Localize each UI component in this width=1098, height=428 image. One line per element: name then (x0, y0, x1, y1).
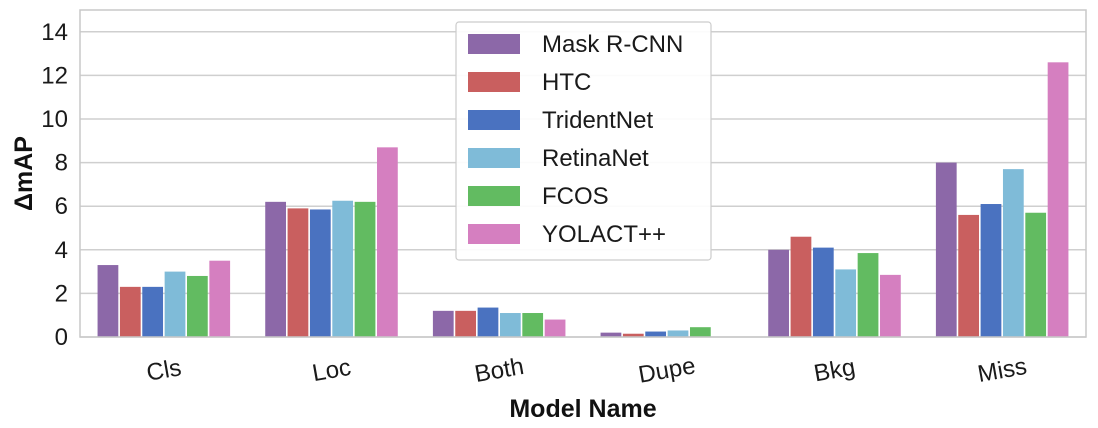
bar-htc-miss (958, 214, 980, 337)
bar-mask-r-cnn-both (432, 310, 454, 337)
bar-mask-r-cnn-loc (265, 201, 286, 337)
x-tick-label: Bkg (812, 354, 857, 388)
bar-retinanet-bkg (835, 269, 857, 337)
plot-frame (79, 9, 1087, 338)
bar-mask-r-cnn-miss (935, 162, 957, 337)
x-tick-label: Loc (310, 354, 353, 387)
bar-tridentnet-miss (980, 204, 1002, 337)
legend-label: TridentNet (542, 107, 653, 134)
bar-yolact--cls (209, 260, 231, 337)
x-tick-label: Both (473, 353, 526, 388)
legend-item: RetinaNet (468, 145, 649, 172)
legend-swatch (468, 72, 520, 92)
legend-label: Mask R-CNN (542, 31, 683, 58)
legend-swatch (468, 110, 520, 130)
bar-yolact--miss (1047, 62, 1069, 337)
bar-mask-r-cnn-bkg (768, 249, 789, 337)
y-tick-label: 12 (41, 62, 68, 89)
legend-item: FCOS (468, 183, 609, 210)
bar-tridentnet-dupe (645, 331, 667, 337)
legend-item: TridentNet (468, 107, 653, 134)
y-tick-labels: 0 2 4 6 8 10 12 14 (41, 19, 68, 351)
bar-fcos-both (522, 313, 544, 337)
y-axis-title: ΔmAP (10, 136, 38, 211)
bar-retinanet-loc (332, 200, 354, 337)
bar-fcos-loc (354, 201, 376, 337)
legend-item: HTC (468, 69, 591, 96)
legend-label: YOLACT++ (542, 221, 666, 248)
bar-retinanet-miss (1002, 169, 1024, 337)
y-tick-label: 2 (55, 280, 68, 307)
legend-item: YOLACT++ (468, 221, 666, 248)
y-tick-label: 0 (55, 324, 68, 351)
bar-yolact--both (544, 319, 566, 337)
legend-item: Mask R-CNN (468, 31, 683, 58)
y-tick-label: 10 (41, 106, 68, 133)
x-tick-label: Dupe (636, 352, 697, 389)
bar-mask-r-cnn-cls (97, 265, 119, 337)
bar-fcos-dupe (689, 327, 711, 337)
bar-htc-dupe (622, 333, 644, 337)
bar-mask-r-cnn-dupe (600, 332, 622, 337)
bar-tridentnet-both (477, 307, 499, 337)
legend-label: FCOS (542, 183, 609, 210)
x-axis-title: Model Name (509, 395, 656, 423)
y-tick-label: 14 (41, 19, 68, 46)
bar-htc-cls (119, 286, 141, 337)
legend-swatch (468, 148, 520, 168)
x-tick-label: Cls (145, 354, 184, 387)
bar-tridentnet-loc (309, 209, 331, 337)
bar-retinanet-both (499, 313, 521, 337)
y-tick-label: 4 (55, 237, 68, 264)
legend-label: RetinaNet (542, 145, 649, 172)
bar-htc-bkg (790, 236, 812, 337)
legend-label: HTC (542, 69, 591, 96)
bar-tridentnet-bkg (812, 247, 834, 337)
bar-fcos-cls (186, 275, 208, 337)
bar-fcos-miss (1025, 212, 1047, 337)
legend-swatch (468, 224, 520, 244)
bar-yolact--loc (377, 147, 398, 337)
bar-htc-loc (287, 208, 309, 337)
x-tick-labels: Cls Loc Both Dupe Bkg Miss (145, 352, 1029, 389)
bar-fcos-bkg (857, 253, 879, 337)
x-tick-label: Miss (976, 353, 1029, 388)
bars (97, 62, 1069, 337)
bar-tridentnet-cls (142, 286, 164, 337)
y-tick-label: 8 (55, 150, 68, 177)
bar-retinanet-cls (164, 271, 186, 337)
bar-retinanet-dupe (667, 330, 689, 337)
legend-swatch (468, 34, 520, 54)
legend-swatch (468, 186, 520, 206)
bar-yolact--bkg (880, 274, 901, 337)
bar-htc-both (455, 310, 477, 337)
y-tick-label: 6 (55, 193, 68, 220)
